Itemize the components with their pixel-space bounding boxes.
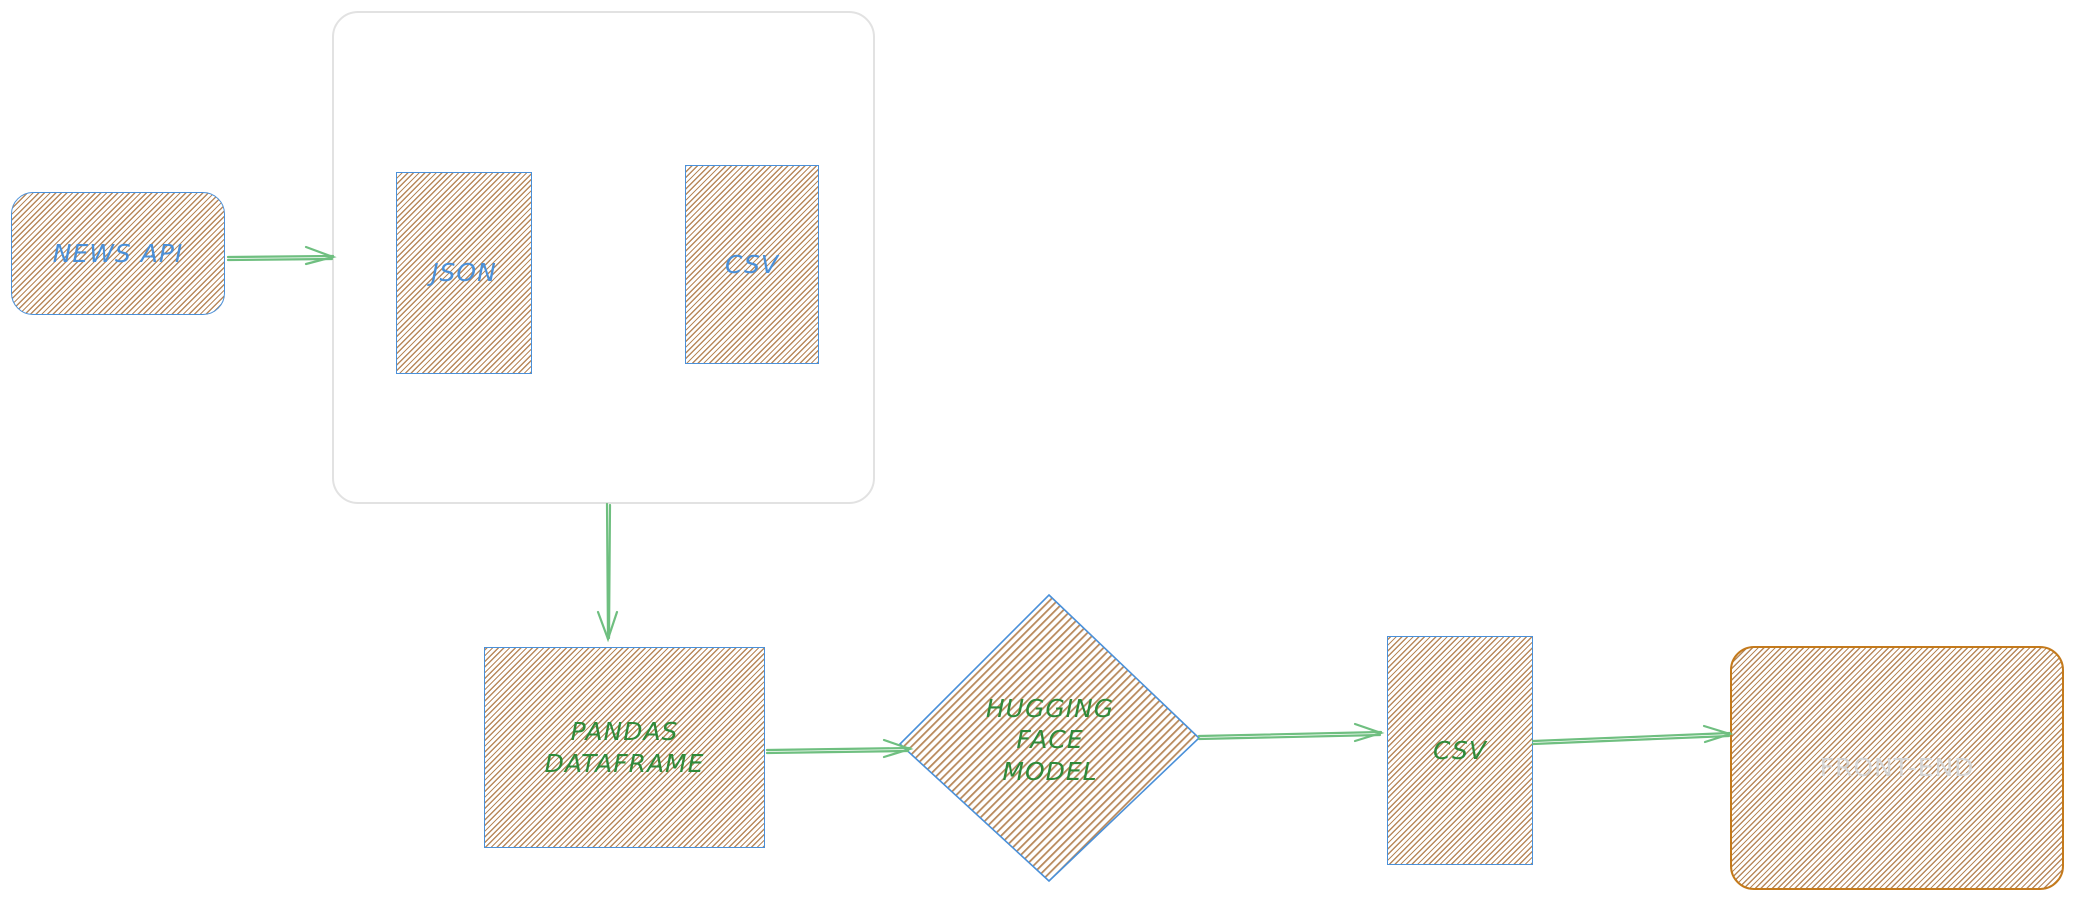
hugging-face-model-diamond[interactable] bbox=[898, 593, 1201, 883]
news-api-label: NEWS API bbox=[52, 238, 184, 268]
hugging-face-model-node[interactable]: HUGGING FACE MODEL bbox=[950, 680, 1150, 800]
json-label: JSON bbox=[431, 258, 497, 288]
arrow-pandas-to-model bbox=[765, 738, 914, 759]
csv-storage-node[interactable]: CSV bbox=[685, 165, 819, 364]
news-api-node[interactable]: NEWS API bbox=[11, 192, 225, 315]
arrow-news-to-storage bbox=[226, 245, 337, 266]
pandas-dataframe-label: PANDAS DATAFRAME bbox=[544, 717, 705, 778]
arrow-storage-to-pandas bbox=[596, 502, 619, 643]
csv-storage-label: CSV bbox=[725, 249, 779, 279]
front-end-label: FRONT-END bbox=[1819, 753, 1975, 783]
csv-output-node[interactable]: CSV bbox=[1387, 636, 1533, 865]
arrow-csv-to-frontend bbox=[1531, 724, 1734, 746]
json-node[interactable]: JSON bbox=[396, 172, 532, 374]
pandas-dataframe-node[interactable]: PANDAS DATAFRAME bbox=[484, 647, 765, 848]
csv-output-label: CSV bbox=[1433, 735, 1487, 765]
arrow-model-to-csv bbox=[1197, 722, 1385, 743]
hugging-face-model-label: HUGGING FACE MODEL bbox=[985, 694, 1115, 786]
front-end-node[interactable]: FRONT-END bbox=[1730, 646, 2064, 890]
